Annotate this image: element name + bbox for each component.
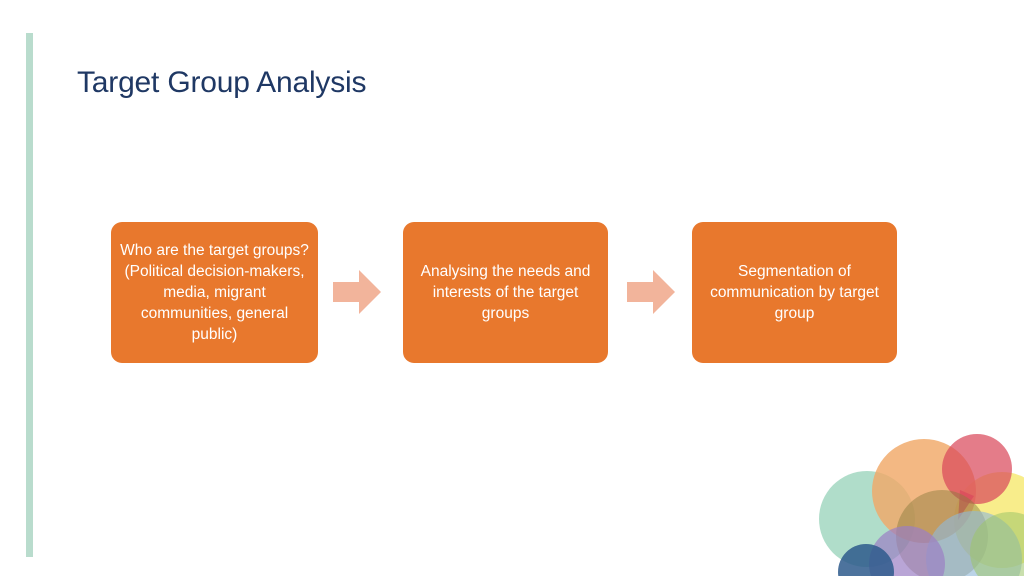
teal-bubble [819,471,915,567]
overlapping-bubbles-graphic [814,424,1024,576]
pink-bubble [942,434,1012,504]
green-bubble [970,512,1024,576]
left-accent-stripe [26,33,33,557]
process-step-box-2[interactable]: Analysing the needs and interests of the… [403,222,608,363]
process-step-label-3: Segmentation of communication by target … [710,263,879,322]
pink-bubble-tail [958,490,974,520]
process-step-label-1: Who are the target groups? (Political de… [120,242,309,343]
purple-bubble [869,526,945,576]
right-arrow-icon [627,270,675,314]
darkblue-bubble [838,544,894,576]
olive-bubble [896,490,988,576]
right-arrow-icon [333,270,381,314]
yellow-bubble [954,472,1024,568]
lightblue-bubble [926,511,1022,576]
process-step-label-2: Analysing the needs and interests of the… [420,263,591,322]
page-title: Target Group Analysis [77,66,367,99]
orange-bubble [872,439,976,543]
process-step-box-3[interactable]: Segmentation of communication by target … [692,222,897,363]
process-step-box-1[interactable]: Who are the target groups? (Political de… [111,222,318,363]
